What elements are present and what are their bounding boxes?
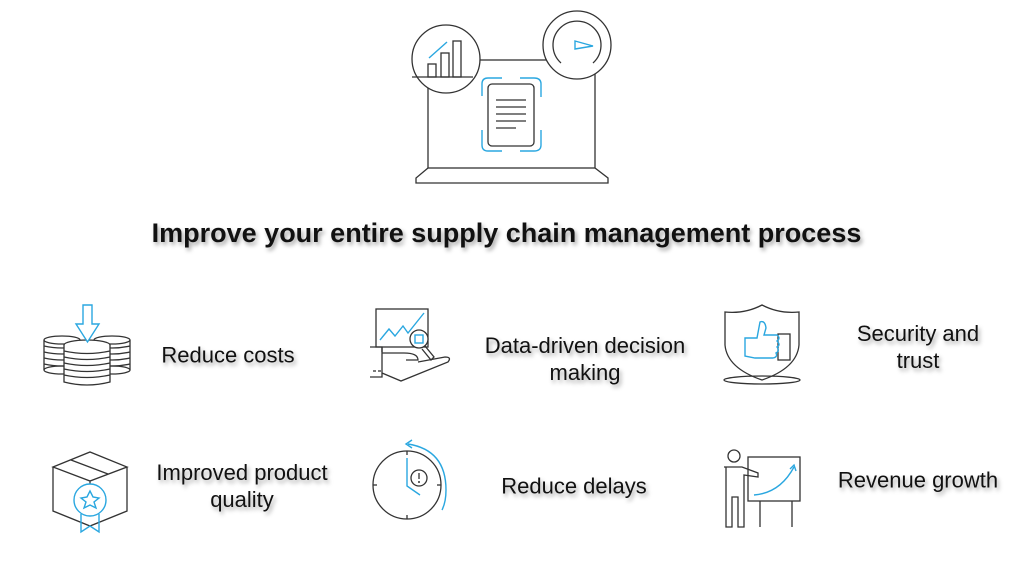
benefit-reduce-delays: Reduce delays xyxy=(501,473,647,500)
clock-alert-icon xyxy=(372,439,447,520)
chart-hand-magnifier-icon xyxy=(370,308,451,382)
laptop-supply-chain-illustration xyxy=(411,10,612,184)
box-star-badge-icon xyxy=(51,451,129,534)
shield-thumbs-up-icon xyxy=(723,304,801,385)
benefit-label: Reduce delays xyxy=(501,473,647,499)
benefit-label: trust xyxy=(896,348,940,373)
presenter-growth-chart-icon xyxy=(724,449,801,528)
benefit-label: quality xyxy=(210,487,274,512)
benefit-label: Reduce costs xyxy=(161,342,295,368)
benefit-revenue-growth: Revenue growth xyxy=(838,467,998,494)
benefit-label: making xyxy=(549,360,621,385)
benefit-reduce-costs: Reduce costs xyxy=(161,342,294,369)
benefit-label: Data-driven decision xyxy=(484,333,686,358)
benefit-label: Revenue growth xyxy=(837,467,999,493)
coins-down-arrow-icon xyxy=(43,304,131,386)
benefit-label: Improved product xyxy=(156,460,328,485)
page-title: Improve your entire supply chain managem… xyxy=(151,218,862,248)
benefit-label: Security and xyxy=(856,321,980,346)
